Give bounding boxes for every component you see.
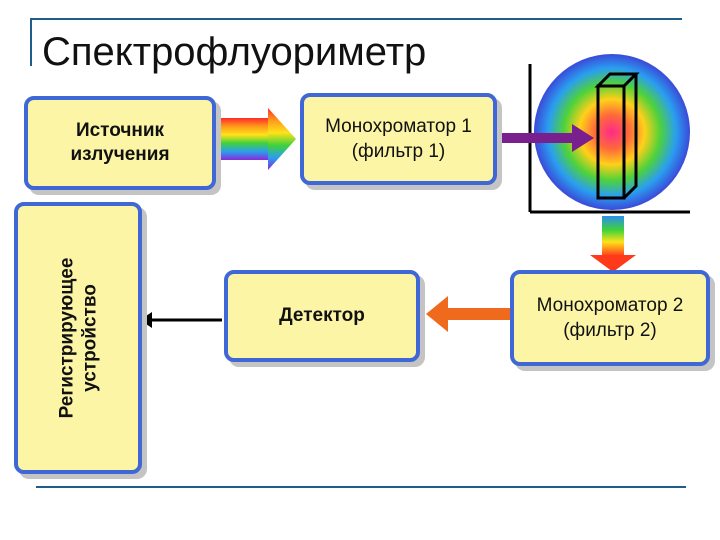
emission-rainbow-arrow: [590, 216, 636, 272]
fluorescence-glow: [534, 54, 690, 210]
excitation-arrow: [499, 124, 594, 152]
monochromator1-label: Монохроматор 1 (фильтр 1): [325, 116, 472, 162]
detector-box: Детектор: [224, 270, 420, 362]
detector-label: Детектор: [279, 305, 365, 326]
emission-arrow-to-detector: [426, 296, 512, 332]
recorder-box: Регистрирующее устройство: [14, 202, 142, 474]
source-box: Источник излучения: [24, 96, 216, 190]
frame-top-line: [30, 18, 682, 20]
frame-bottom-line: [36, 486, 686, 488]
recorder-label: Регистрирующее устройство: [56, 257, 100, 419]
source-label: Источник излучения: [70, 120, 170, 165]
monochromator2-box: Монохроматор 2 (фильтр 2): [510, 270, 710, 366]
cuvette-icon: [594, 72, 640, 200]
page-title: Спектрофлуориметр: [42, 30, 427, 74]
rainbow-arrow-source: [218, 108, 296, 170]
frame-left-line: [30, 18, 32, 66]
signal-arrow-to-recorder: [140, 312, 222, 328]
monochromator1-box: Монохроматор 1 (фильтр 1): [300, 93, 497, 185]
monochromator2-label: Монохроматор 2 (фильтр 2): [536, 295, 684, 341]
